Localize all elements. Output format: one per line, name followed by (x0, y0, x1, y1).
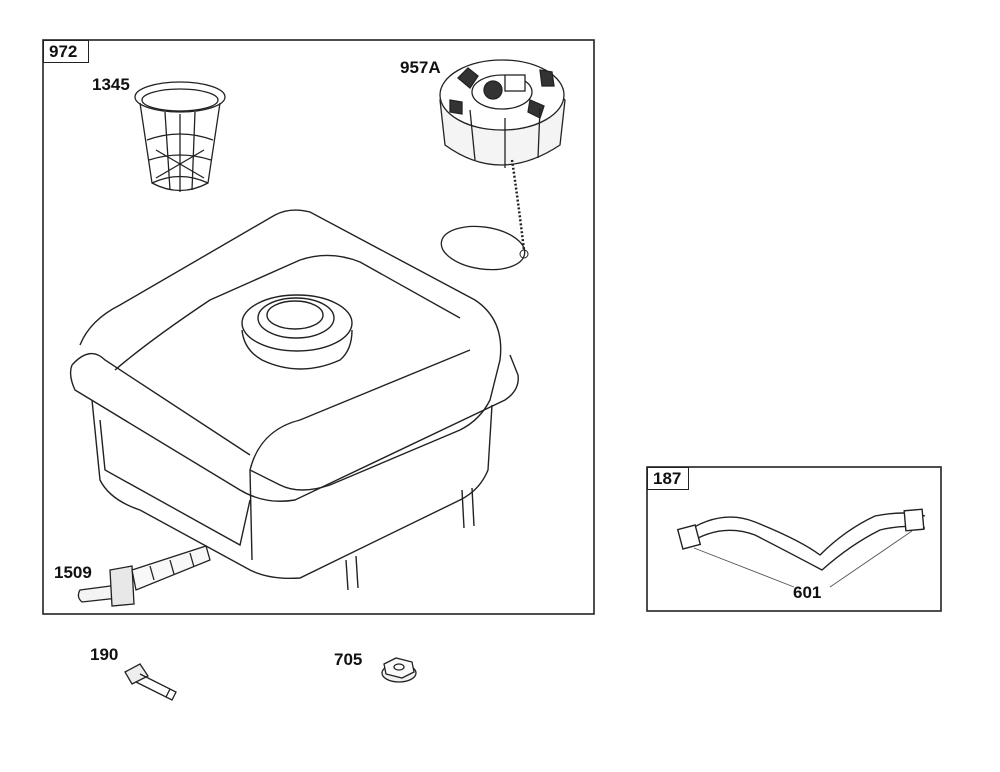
part-label-705: 705 (334, 650, 363, 669)
assembly-label-972: 972 (43, 40, 89, 63)
part-label-1509: 1509 (54, 563, 92, 582)
fuel-hose-icon (676, 508, 926, 571)
fuel-filter-screen-icon (134, 81, 226, 192)
assembly-187-frame (646, 466, 942, 612)
leader-lines (693, 530, 913, 588)
part-label-1345: 1345 (92, 75, 130, 94)
part-label-190: 190 (90, 645, 119, 664)
fuel-shutoff-valve-icon (77, 545, 211, 607)
bolt-icon (124, 663, 177, 701)
cap-chain-icon (440, 159, 529, 271)
assembly-972-frame (42, 39, 595, 615)
assembly-label-187: 187 (647, 467, 689, 490)
nut-icon (381, 657, 417, 683)
fuel-tank-icon (69, 209, 519, 591)
part-label-957a: 957A (400, 58, 441, 77)
fuel-cap-icon (439, 59, 566, 168)
part-label-601: 601 (793, 583, 822, 602)
